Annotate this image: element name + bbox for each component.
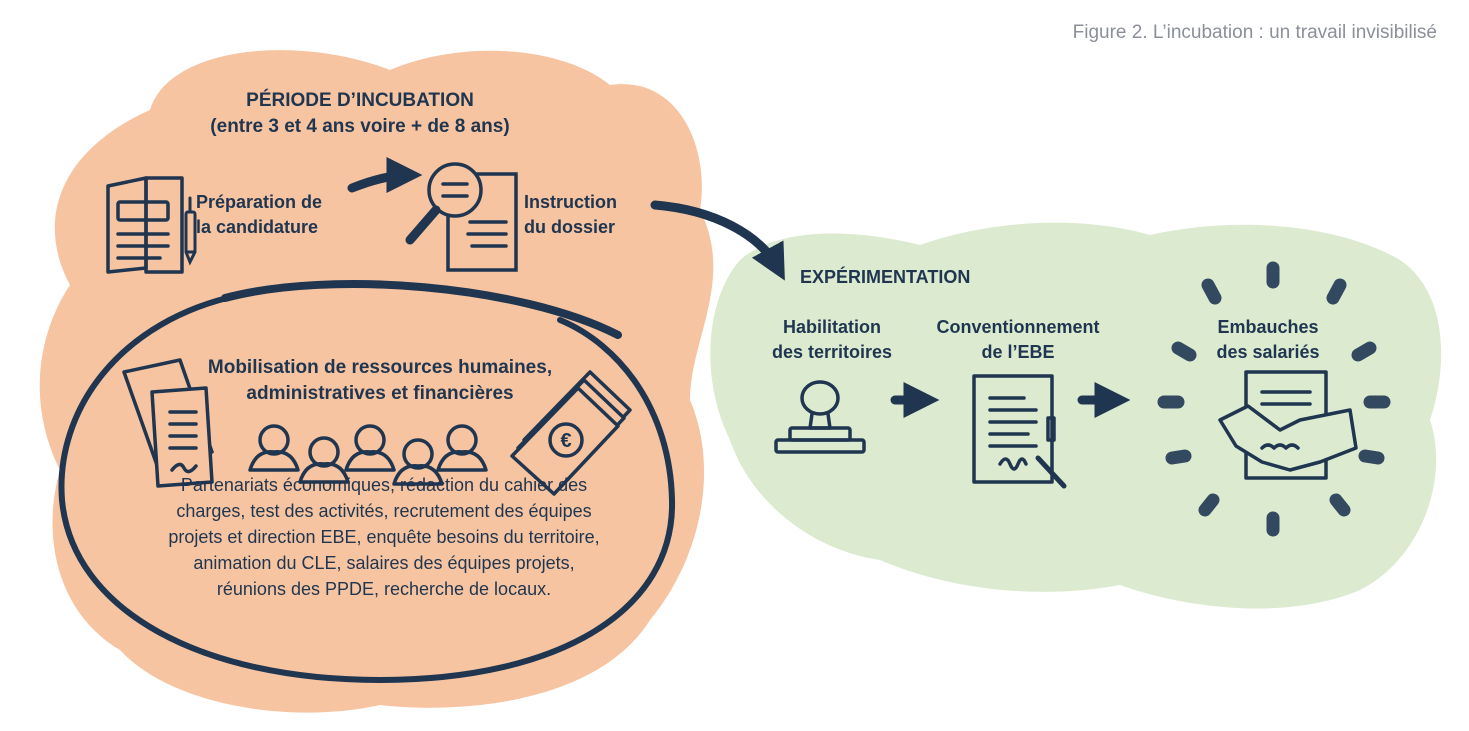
mobilisation-oval <box>58 292 676 684</box>
handshake-icon <box>1218 370 1358 480</box>
step-instruction-line1: Instruction <box>524 192 617 212</box>
mobilisation-line2: administratives et financières <box>246 383 514 404</box>
step-instruction-line2: du dossier <box>524 217 616 237</box>
partners-line: projets et direction EBE, enquête besoin… <box>168 527 600 547</box>
stamp-icon <box>774 380 866 454</box>
step-embauches-line2: des salariés <box>1216 342 1320 362</box>
step-preparation-line2: la candidature <box>196 217 319 237</box>
step-preparation-label: Préparation de la candidature <box>196 190 366 240</box>
step-habilitation-line1: Habilitation <box>783 317 881 337</box>
step-preparation-line1: Préparation de <box>196 192 323 212</box>
arrow-icon <box>347 157 423 194</box>
svg-text:€: € <box>560 430 571 452</box>
pen-icon <box>184 196 197 266</box>
banknotes-icon: € <box>510 370 632 496</box>
magnifier-icon <box>405 162 518 272</box>
step-habilitation-label: Habilitation des territoires <box>752 315 912 365</box>
incubation-blob <box>39 50 714 713</box>
mobilisation-line1: Mobilisation de ressources humaines, <box>207 357 553 378</box>
step-embauches-line1: Embauches <box>1217 317 1319 337</box>
oval-stroke-top <box>221 280 622 339</box>
radiating-dashes <box>1157 261 1391 537</box>
step-instruction-label: Instruction du dossier <box>524 190 654 240</box>
step-habilitation-line2: des territoires <box>771 342 893 362</box>
mobilisation-title: Mobilisation de ressources humaines, adm… <box>170 355 590 407</box>
step-conventionnement-line1: Conventionnement <box>936 317 1100 337</box>
figure-caption: Figure 2. L’incubation : un travail invi… <box>1072 22 1437 43</box>
partners-text: Partenariats économiques, rédaction du c… <box>100 472 668 602</box>
step-conventionnement-label: Conventionnement de l’EBE <box>908 315 1128 365</box>
step-conventionnement-line2: de l’EBE <box>981 342 1055 362</box>
people-icon <box>248 424 488 486</box>
partners-line: charges, test des activités, recrutement… <box>176 501 592 521</box>
step-embauches-label: Embauches des salariés <box>1198 315 1338 365</box>
document-icon <box>106 176 184 274</box>
incubation-title-line1: PÉRIODE D’INCUBATION <box>246 90 474 111</box>
arrow-icon <box>650 200 785 281</box>
partners-line: réunions des PPDE, recherche de locaux. <box>216 579 552 599</box>
experimentation-title: EXPÉRIMENTATION <box>800 267 971 287</box>
document-icon <box>122 358 214 488</box>
partners-line: Partenariats économiques, rédaction du c… <box>180 475 588 495</box>
incubation-title: PÉRIODE D’INCUBATION (entre 3 et 4 ans v… <box>150 88 570 140</box>
experimentation-blob <box>710 222 1442 609</box>
incubation-title-line2: (entre 3 et 4 ans voire + de 8 ans) <box>210 116 510 137</box>
partners-line: animation du CLE, salaires des équipes p… <box>193 553 575 573</box>
contract-icon <box>972 374 1067 489</box>
